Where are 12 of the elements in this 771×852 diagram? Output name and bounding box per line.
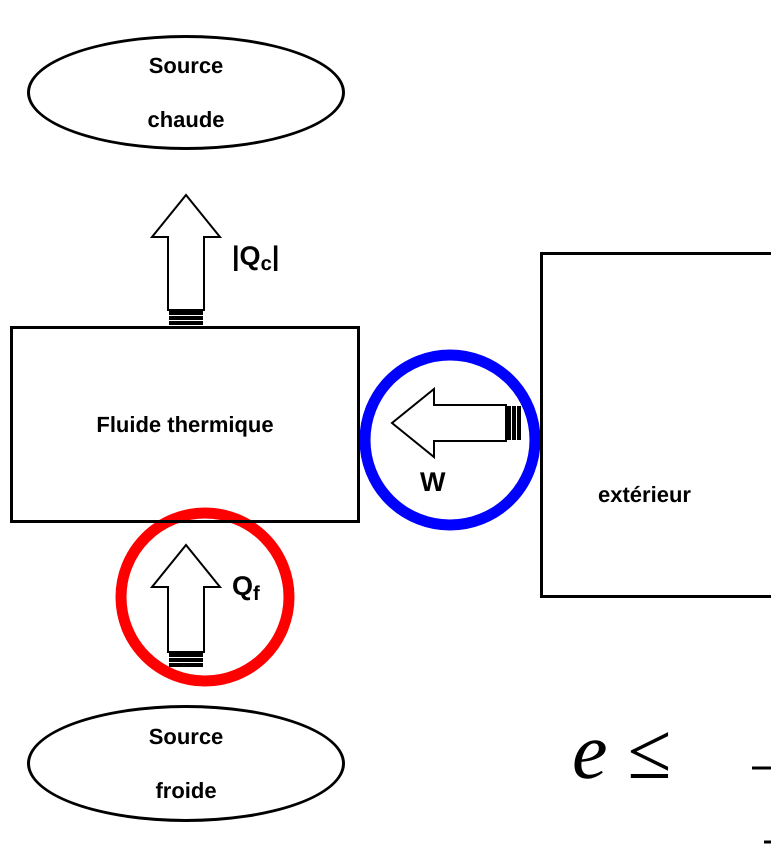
source-ellipse bbox=[27, 35, 345, 150]
node-label: Fluide thermique bbox=[96, 411, 274, 439]
node-label: Source froide bbox=[148, 722, 224, 804]
node-label: Source chaude bbox=[146, 52, 226, 134]
system-box bbox=[10, 326, 360, 523]
edge-label: W bbox=[420, 466, 446, 499]
node-label: extérieur bbox=[598, 481, 691, 509]
edge-label: Q$_{f}$ bbox=[232, 570, 260, 606]
edge-label: |Q$_{c}$| bbox=[232, 240, 280, 276]
formula-text: e ≤ bbox=[572, 712, 672, 792]
system-box bbox=[540, 252, 771, 598]
source-ellipse bbox=[27, 705, 345, 822]
